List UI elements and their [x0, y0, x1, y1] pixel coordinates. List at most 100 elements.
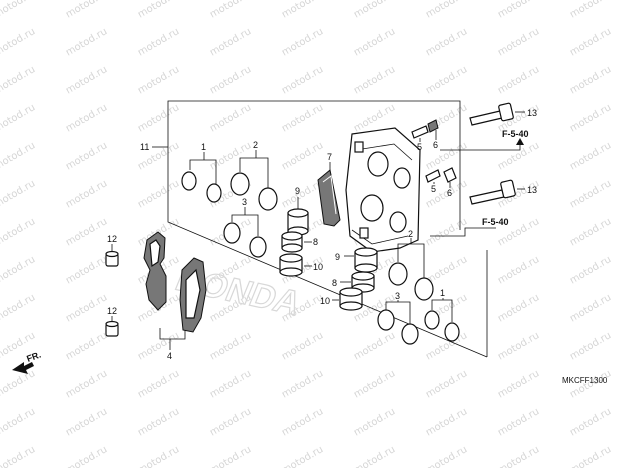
callout-5b: 5	[431, 184, 436, 194]
watermark-text: motod.ru	[496, 140, 541, 172]
leader-4	[159, 328, 186, 340]
watermark-text: motod.ru	[208, 26, 253, 58]
diagram-code: MKCFF1300	[562, 376, 608, 385]
watermark-text: motod.ru	[136, 444, 181, 468]
callout-8b: 8	[332, 278, 337, 288]
watermark-text: motod.ru	[568, 26, 613, 58]
pad-pin-upper	[105, 250, 119, 267]
watermark-text: motod.ru	[568, 102, 613, 134]
watermark-text: motod.ru	[352, 0, 397, 21]
watermark-text: motod.ru	[280, 368, 325, 400]
watermark-text: motod.ru	[568, 140, 613, 172]
watermark-text: motod.ru	[208, 102, 253, 134]
callout-12b: 12	[107, 306, 117, 316]
watermark-text: motod.ru	[568, 406, 613, 438]
watermark-text: motod.ru	[424, 216, 469, 248]
brake-pad-front	[179, 257, 207, 333]
watermark-text: motod.ru	[64, 444, 109, 468]
callout-2b: 2	[408, 229, 413, 239]
watermark-text: motod.ru	[64, 0, 109, 21]
watermark-text: motod.ru	[280, 444, 325, 468]
watermark-text: motod.ru	[568, 178, 613, 210]
watermark-text: motod.ru	[496, 330, 541, 362]
ref-arrow-1-head	[516, 138, 524, 145]
watermark-text: motod.ru	[208, 444, 253, 468]
callout-13b: 13	[527, 185, 537, 195]
watermark-text: motod.ru	[280, 406, 325, 438]
pad-pin-lower	[105, 320, 119, 337]
watermark-text: motod.ru	[568, 0, 613, 21]
watermark-text: motod.ru	[424, 0, 469, 21]
watermark-text: motod.ru	[64, 292, 109, 324]
watermark-text: motod.ru	[280, 0, 325, 21]
watermark-text: motod.ru	[64, 64, 109, 96]
callout-9a: 9	[295, 186, 300, 196]
watermark-text: motod.ru	[0, 64, 37, 96]
callout-6a: 6	[433, 140, 438, 150]
caliper-body	[345, 127, 421, 253]
watermark-text: motod.ru	[424, 368, 469, 400]
watermark-text: motod.ru	[496, 292, 541, 324]
watermark-text: motod.ru	[64, 26, 109, 58]
watermark-text: motod.ru	[352, 406, 397, 438]
watermark-text: motod.ru	[64, 140, 109, 172]
watermark-text: motod.ru	[496, 26, 541, 58]
watermark-text: motod.ru	[208, 406, 253, 438]
watermark-text: motod.ru	[352, 444, 397, 468]
watermark-text: motod.ru	[280, 140, 325, 172]
piston-left-8	[281, 231, 303, 253]
watermark-text: motod.ru	[496, 64, 541, 96]
bleeder-valve-lower	[425, 167, 457, 183]
callout-1b: 1	[440, 288, 445, 298]
watermark-text: motod.ru	[136, 0, 181, 21]
watermark-text: motod.ru	[136, 26, 181, 58]
watermark-text: motod.ru	[352, 368, 397, 400]
watermark-text: motod.ru	[0, 140, 37, 172]
watermark-text: motod.ru	[136, 64, 181, 96]
mounting-bolt-lower	[469, 179, 516, 205]
ref-arrow-2	[430, 227, 496, 237]
watermark-text: motod.ru	[424, 444, 469, 468]
watermark-text: motod.ru	[352, 330, 397, 362]
piston-right-10	[339, 287, 363, 311]
watermark-text: motod.ru	[424, 26, 469, 58]
callout-3a: 3	[242, 197, 247, 207]
watermark-text: motod.ru	[208, 140, 253, 172]
watermark-text: motod.ru	[496, 0, 541, 21]
callout-5a: 5	[417, 142, 422, 152]
watermark-text: motod.ru	[0, 292, 37, 324]
watermark-text: motod.ru	[208, 330, 253, 362]
watermark-text: motod.ru	[136, 368, 181, 400]
watermark-text: motod.ru	[568, 292, 613, 324]
watermark-text: motod.ru	[280, 330, 325, 362]
watermark-text: motod.ru	[64, 330, 109, 362]
watermark-text: motod.ru	[64, 368, 109, 400]
callout-8a: 8	[313, 237, 318, 247]
piston-seal-left-small	[181, 171, 222, 203]
dust-seal-right	[377, 309, 419, 345]
watermark-text: motod.ru	[496, 368, 541, 400]
callout-13a: 13	[527, 108, 537, 118]
bleeder-valve-upper	[411, 119, 439, 139]
watermark-text: motod.ru	[0, 102, 37, 134]
leader-1a	[189, 159, 217, 184]
watermark-text: motod.ru	[352, 26, 397, 58]
assembly-outline	[167, 100, 461, 230]
pad-spring	[317, 169, 341, 227]
leader-1b	[431, 299, 453, 322]
watermark-text: motod.ru	[64, 178, 109, 210]
piston-seal-right-small	[424, 310, 460, 342]
piston-left-9	[287, 208, 309, 236]
leader-2a	[239, 157, 269, 188]
callout-1a: 1	[201, 142, 206, 152]
callout-6b: 6	[447, 188, 452, 198]
watermark-text: motod.ru	[0, 444, 37, 468]
watermark-text: motod.ru	[280, 102, 325, 134]
watermark-text: motod.ru	[64, 102, 109, 134]
mounting-bolt-upper	[469, 102, 514, 126]
watermark-text: motod.ru	[0, 254, 37, 286]
watermark-text: motod.ru	[0, 0, 37, 21]
watermark-text: motod.ru	[496, 406, 541, 438]
watermark-text: motod.ru	[64, 406, 109, 438]
